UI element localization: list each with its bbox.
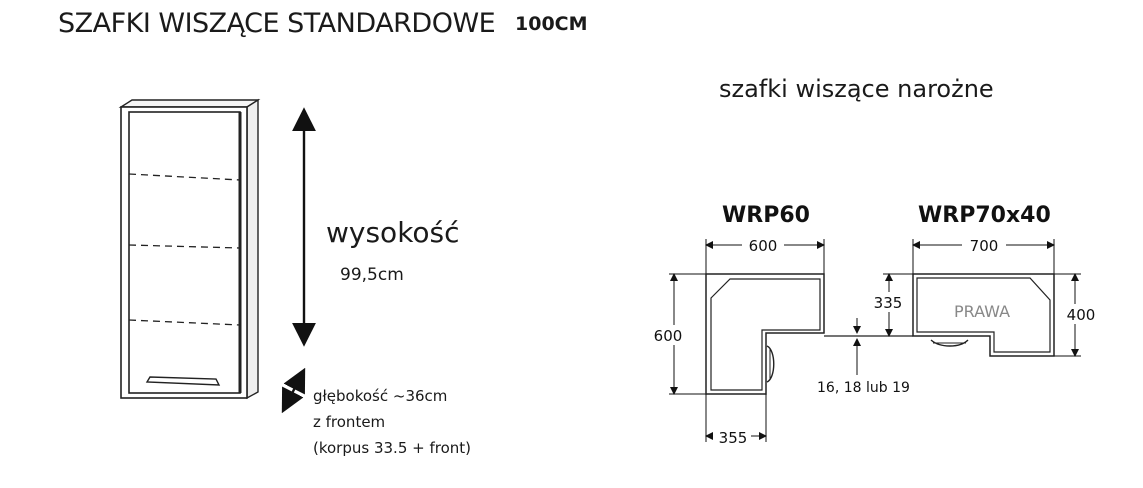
wrp60-side: 355 — [719, 429, 748, 447]
wrp70x40-plan: WRP70x40 700 335 400 PRAWA — [868, 203, 1101, 357]
thickness-marker: 16, 18 lub 19 — [817, 318, 910, 396]
wrp70x40-width: 700 — [970, 237, 999, 255]
corner-cabinets-heading: szafki wiszące narożne — [719, 75, 994, 103]
page-title: SZAFKI WISZĄCE STANDARDOWE — [58, 8, 496, 39]
wall-cabinet-drawing — [118, 98, 261, 400]
depth-arrow — [281, 367, 306, 414]
wrp60-plan: WRP60 600 600 355 — [648, 203, 913, 447]
depth-line-2: z frontem — [313, 413, 386, 431]
wrp60-title: WRP60 — [722, 203, 810, 228]
wrp70x40-inner-depth: 335 — [874, 294, 903, 312]
wrp70x40-depth: 400 — [1067, 306, 1096, 324]
depth-line-3: (korpus 33.5 + front) — [313, 439, 471, 457]
wrp70x40-title: WRP70x40 — [918, 203, 1051, 228]
wrp60-width: 600 — [749, 237, 778, 255]
thickness-note: 16, 18 lub 19 — [817, 380, 910, 396]
handle-icon — [145, 376, 221, 386]
wrp60-depth: 600 — [654, 327, 683, 345]
page-title-size: 100CM — [515, 13, 588, 35]
depth-line-1: głębokość ~36cm — [313, 387, 448, 405]
orientation-label: PRAWA — [954, 302, 1010, 321]
height-value: 99,5cm — [340, 265, 404, 285]
height-label: wysokość — [326, 216, 460, 249]
